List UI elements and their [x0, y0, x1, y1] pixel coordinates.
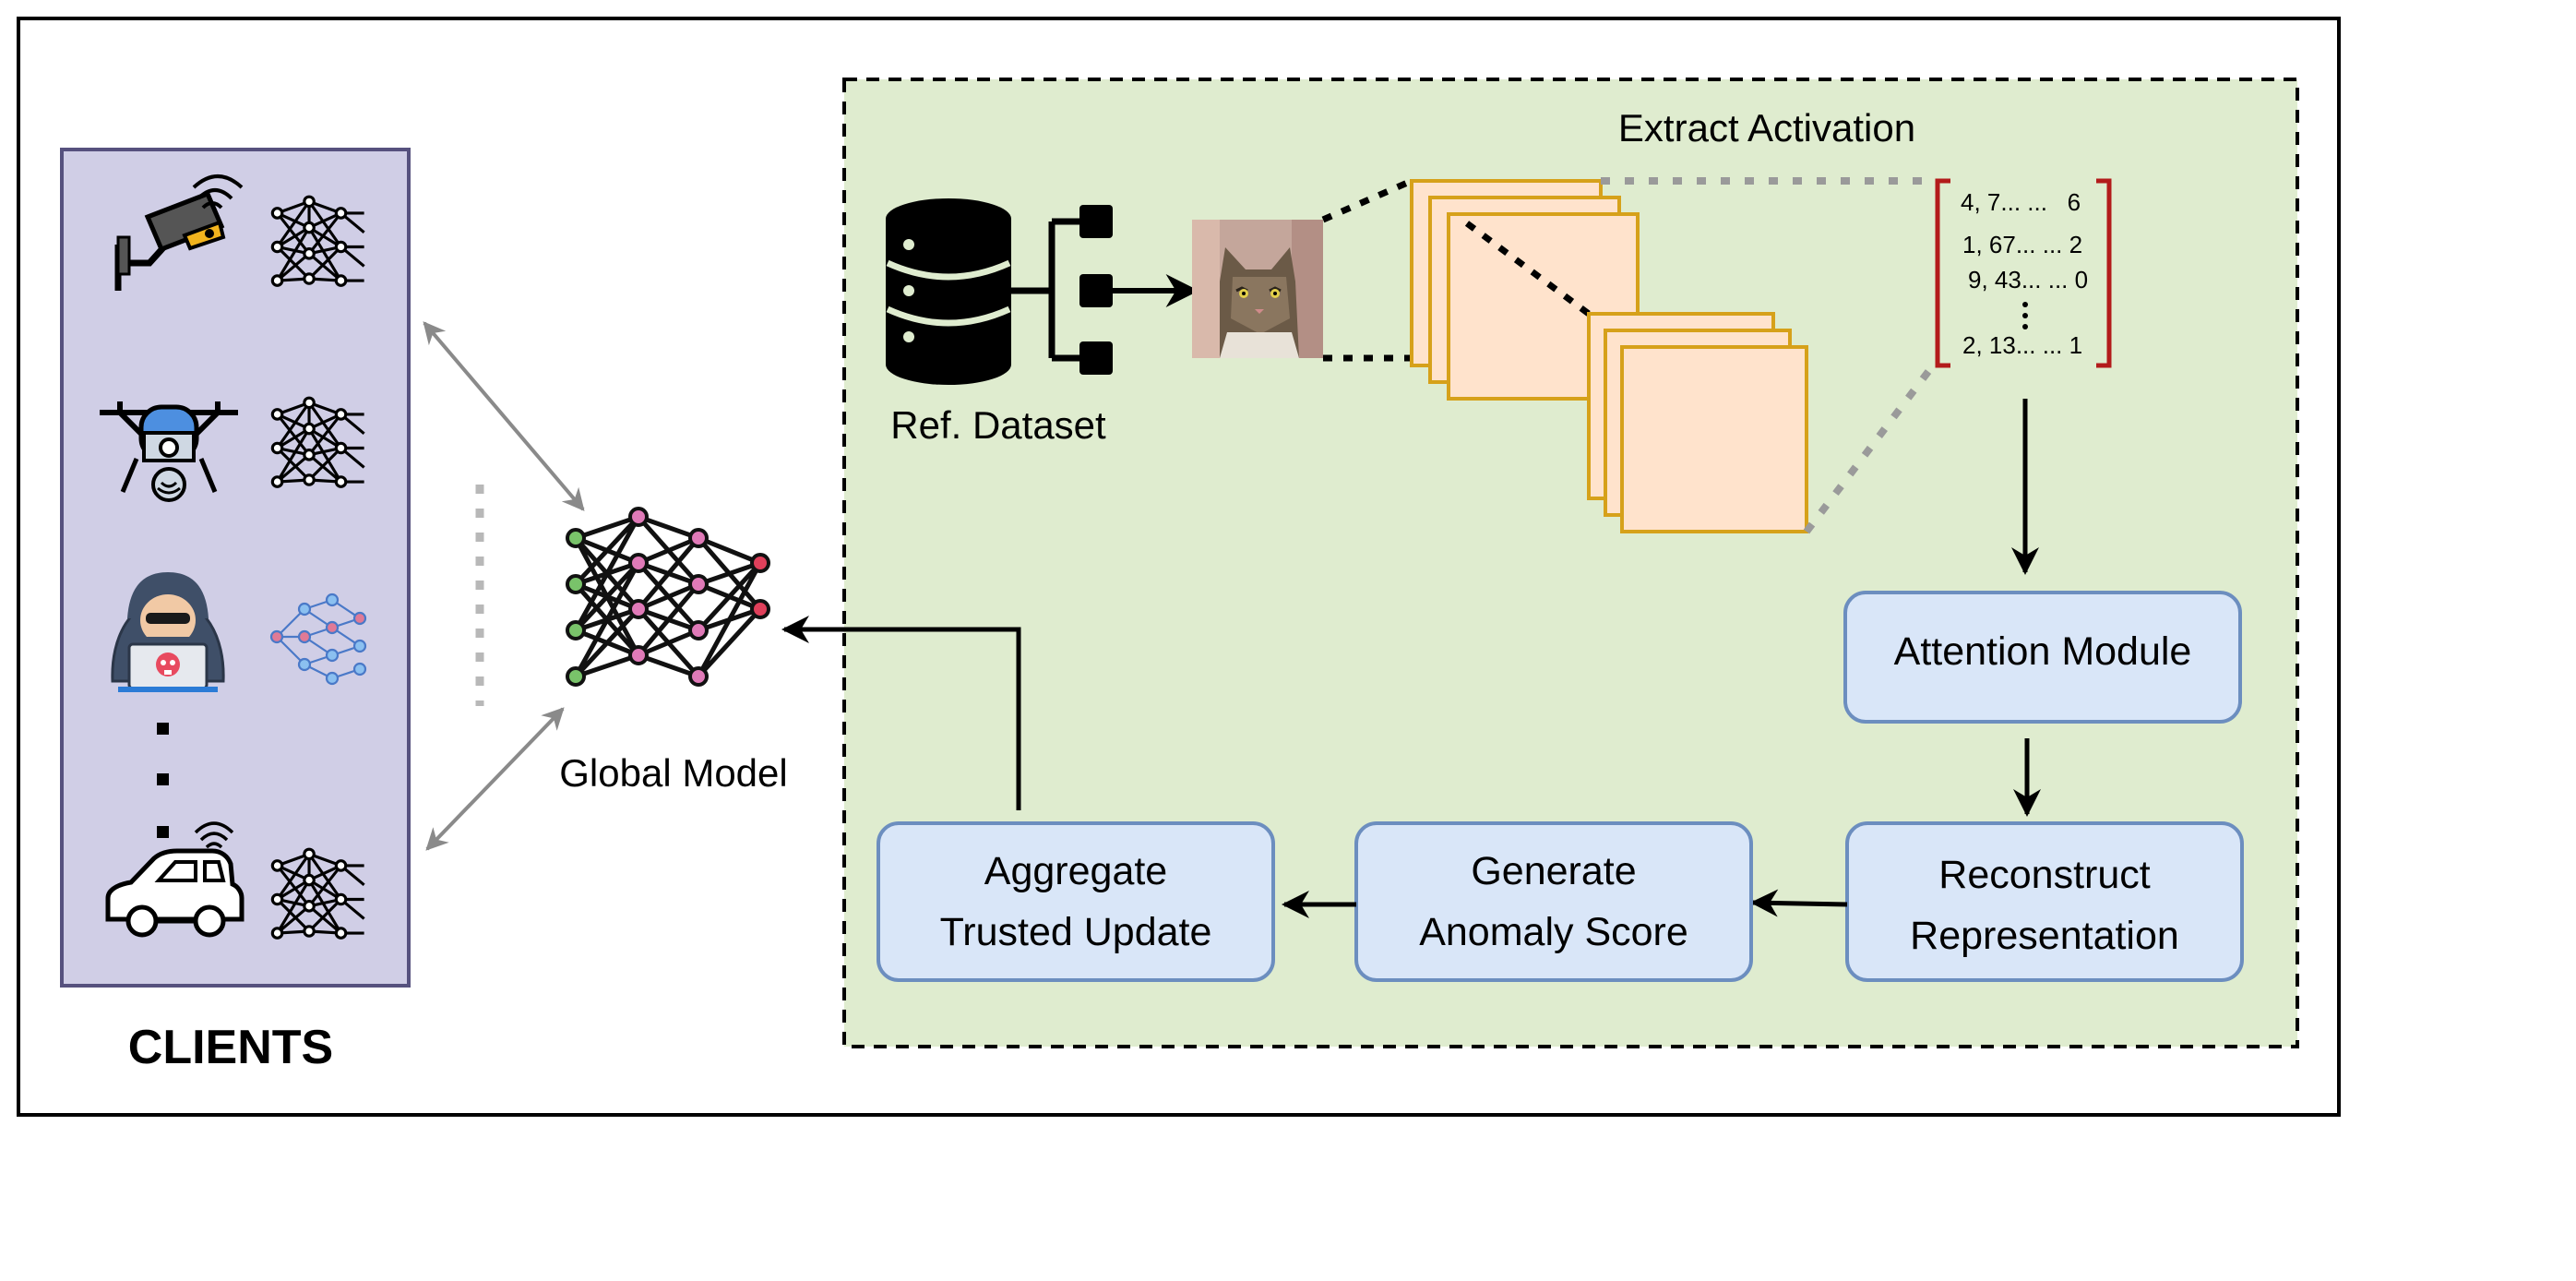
- clients-panel: [60, 148, 411, 988]
- hacker-icon: [111, 572, 225, 692]
- aggregate-label-line-1: Aggregate: [984, 849, 1167, 893]
- reconstruct-to-anomaly-arrow: [1750, 889, 1848, 917]
- feature-maps-layer-1: [1410, 179, 1640, 401]
- matrix-row-3: 9, 43... ... 0: [1968, 266, 2088, 293]
- attention-module-label: Attention Module: [1894, 629, 2192, 674]
- reconstruct-label-line-1: Reconstruct: [1938, 853, 2150, 897]
- extract-activation-label: Extract Activation: [1618, 106, 1915, 150]
- sample-cat-image: [1192, 220, 1323, 358]
- activation-bottom-dotted-line: [1803, 363, 1937, 534]
- ref-dataset-label: Ref. Dataset: [890, 403, 1106, 447]
- anomaly-label-line-1: Generate: [1471, 849, 1636, 893]
- reconstruct-representation-box: Reconstruct Representation: [1845, 821, 2244, 982]
- feature-projection-line: [1464, 221, 1592, 317]
- aggregate-to-global-model-arrow: [781, 616, 1021, 810]
- dataset-nodes-icon: [1079, 205, 1113, 375]
- reconstruct-label-line-2: Representation: [1910, 914, 2179, 958]
- poisoned-neural-network-icon: [269, 593, 367, 686]
- global-model-network-icon: [566, 507, 770, 687]
- database-icon: [886, 198, 1011, 385]
- matrix-vertical-ellipsis: [2022, 302, 2028, 329]
- generate-anomaly-score-box: Generate Anomaly Score: [1354, 821, 1753, 982]
- activation-matrix: 4, 7... ... 6 1, 67... ... 2 9, 43... ..…: [1935, 178, 2112, 368]
- client-bottom-connection-arrow: [425, 707, 565, 851]
- aggregate-trusted-update-box: Aggregate Trusted Update: [877, 821, 1275, 982]
- client-top-connection-arrow: [423, 321, 585, 511]
- security-camera-icon: [114, 174, 244, 291]
- matrix-row-2: 1, 67... ... 2: [1962, 231, 2082, 258]
- anomaly-label-line-2: Anomaly Score: [1419, 910, 1688, 954]
- global-model-label: Global Model: [559, 751, 787, 795]
- feature-maps-layer-2: [1587, 312, 1808, 533]
- image-projection-top-line: [1321, 177, 1413, 223]
- connected-car-icon: [105, 821, 244, 938]
- outer-frame: [17, 17, 2341, 1117]
- attention-module-box: Attention Module: [1843, 591, 2242, 724]
- clients-heading: CLIENTS: [128, 1021, 333, 1074]
- drone-icon: [100, 401, 238, 502]
- aggregate-label-line-2: Trusted Update: [940, 910, 1212, 954]
- matrix-row-4: 2, 13... ... 1: [1962, 331, 2082, 359]
- matrix-row-1: 4, 7... ... 6: [1961, 188, 2081, 216]
- more-clients-ellipsis: [157, 723, 169, 838]
- dataset-tree-icon: [1011, 218, 1081, 362]
